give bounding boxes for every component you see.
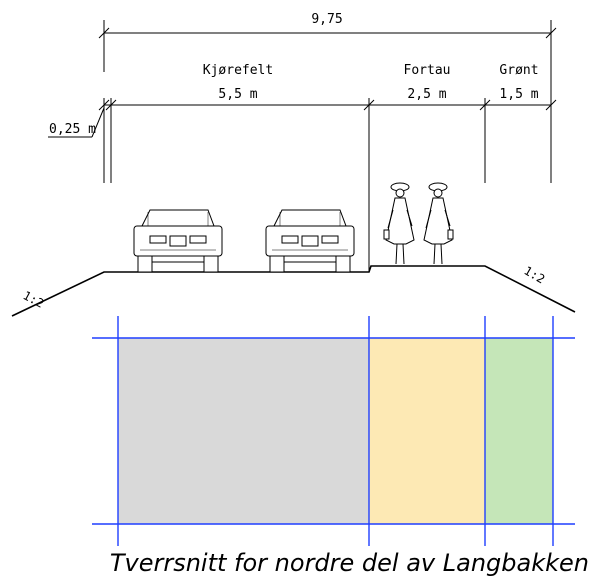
left-slope-label: 1:2 [21, 288, 47, 311]
gront-width: 1,5 m [499, 87, 538, 102]
fortau-zone [369, 338, 485, 524]
right-slope-label: 1:2 [522, 263, 548, 286]
terrain-profile [11, 265, 576, 317]
zone-grid-lines [92, 316, 575, 546]
kjorefelt-width: 5,5 m [218, 87, 257, 102]
pedestrian-icon [423, 182, 454, 265]
car-icon [133, 209, 223, 273]
shoulder-width-label: 0,25 m [49, 122, 96, 137]
fortau-width: 2,5 m [407, 87, 446, 102]
kjorefelt-zone [118, 338, 369, 524]
gront-zone [485, 338, 553, 524]
kjorefelt-label: Kjørefelt [203, 63, 273, 78]
car-icon [265, 209, 355, 273]
gront-label: Grønt [499, 63, 538, 78]
pedestrian-icon [383, 182, 415, 265]
dimension-lines [48, 20, 557, 272]
zone-blocks [118, 338, 553, 524]
diagram-caption: Tverrsnitt for nordre del av Langbakken [110, 549, 589, 577]
fortau-label: Fortau [404, 63, 451, 78]
total-width-label: 9,75 [311, 12, 342, 27]
